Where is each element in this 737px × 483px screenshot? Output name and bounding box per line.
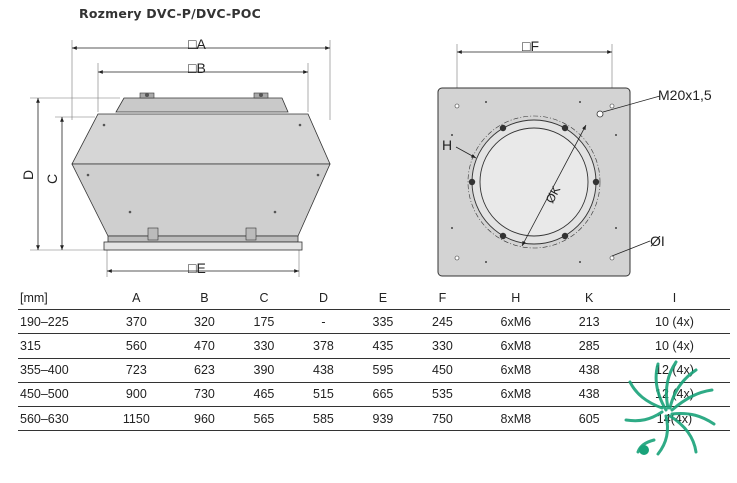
table-cell: 1150	[98, 405, 175, 432]
table-row: 450–500 900 730 465 515 665 535 6xM8 438…	[18, 381, 730, 407]
side-view: □A □B □E D C	[20, 36, 331, 277]
table-cell: 330	[412, 333, 473, 359]
table-row: 315 560 470 330 378 435 330 6xM8 285 10 …	[18, 333, 730, 359]
table-row: 560–630 1150 960 565 585 939 750 8xM8 60…	[18, 405, 730, 432]
table-cell: 585	[293, 405, 354, 432]
dim-label-f: □F	[522, 38, 539, 54]
table-cell: 535	[412, 381, 473, 407]
col-header: [mm]	[20, 290, 48, 305]
table-cell: 175	[234, 309, 294, 334]
table-cell: 665	[353, 381, 413, 407]
ventilation-logo-icon	[624, 360, 716, 456]
table-cell: 6xM8	[472, 333, 560, 359]
table-cell: 8xM8	[472, 405, 560, 432]
drawing-title: Rozmery DVC-P/DVC-POC	[79, 6, 261, 21]
table-cell: 190–225	[18, 309, 98, 334]
table-cell: 320	[174, 309, 235, 334]
table-cell: 390	[234, 357, 294, 383]
col-header: B	[200, 290, 209, 305]
table-cell: 6xM8	[472, 381, 560, 407]
table-row: 190–225 370 320 175 - 335 245 6xM6 213 1…	[18, 309, 730, 334]
table-cell: 355–400	[18, 357, 98, 383]
dim-label-c: C	[44, 174, 60, 184]
dim-label-d: D	[20, 170, 36, 180]
table-cell: 330	[234, 333, 294, 359]
col-header: K	[585, 290, 594, 305]
table-cell: 595	[353, 357, 413, 383]
dimensions-table: [mm] A B C D E F H K I 190–225 370 320 1…	[18, 286, 730, 432]
col-header: I	[672, 290, 677, 305]
table-cell: 438	[559, 357, 619, 383]
table-row: 355–400 723 623 390 438 595 450 6xM8 438…	[18, 357, 730, 383]
table-cell: 560–630	[18, 405, 98, 432]
table-cell: 470	[174, 333, 235, 359]
table-cell: -	[293, 309, 354, 334]
table-cell: 450	[412, 357, 473, 383]
table-cell: 335	[353, 309, 413, 334]
col-header: A	[132, 290, 141, 305]
col-header: H	[511, 290, 521, 305]
table-cell: 438	[559, 381, 619, 407]
table-cell: 960	[174, 405, 235, 432]
col-header: E	[378, 290, 388, 305]
col-header: D	[318, 290, 328, 305]
dim-line-k	[521, 124, 587, 247]
table-cell: 723	[98, 357, 175, 383]
table-cell: 750	[412, 405, 473, 432]
technical-drawing: □A □B □E D C	[20, 36, 712, 277]
table-cell: 285	[559, 333, 619, 359]
table-cell: 900	[98, 381, 175, 407]
table-cell: 605	[559, 405, 619, 432]
table-cell: 213	[559, 309, 619, 334]
dim-label-e: □E	[188, 260, 206, 276]
table-cell: 565	[234, 405, 294, 432]
table-cell: 10 (4x)	[618, 333, 730, 359]
table-cell: 6xM6	[472, 309, 560, 334]
table-cell: 435	[353, 333, 413, 359]
table-cell: 378	[293, 333, 354, 359]
table-cell: 450–500	[18, 381, 98, 407]
table-header-row: [mm] A B C D E F H K I	[18, 286, 730, 310]
dim-label-i: ØI	[650, 233, 665, 249]
thread-label: M20x1,5	[658, 87, 712, 103]
dim-label-a: □A	[188, 36, 206, 52]
col-header: C	[259, 290, 269, 305]
table-cell: 623	[174, 357, 235, 383]
fan-housing-side	[71, 92, 331, 251]
col-header: F	[438, 290, 447, 305]
table-cell: 465	[234, 381, 294, 407]
table-cell: 560	[98, 333, 175, 359]
table-cell: 370	[98, 309, 175, 334]
top-view: □F ØK H	[437, 38, 712, 277]
table-cell: 245	[412, 309, 473, 334]
table-cell: 939	[353, 405, 413, 432]
dim-label-h: H	[442, 137, 452, 153]
table-cell: 315	[18, 333, 98, 359]
table-cell: 438	[293, 357, 354, 383]
table-cell: 6xM8	[472, 357, 560, 383]
table-cell: 730	[174, 381, 235, 407]
dim-label-b: □B	[188, 60, 206, 76]
table-cell: 10 (4x)	[618, 309, 730, 334]
table-cell: 515	[293, 381, 354, 407]
